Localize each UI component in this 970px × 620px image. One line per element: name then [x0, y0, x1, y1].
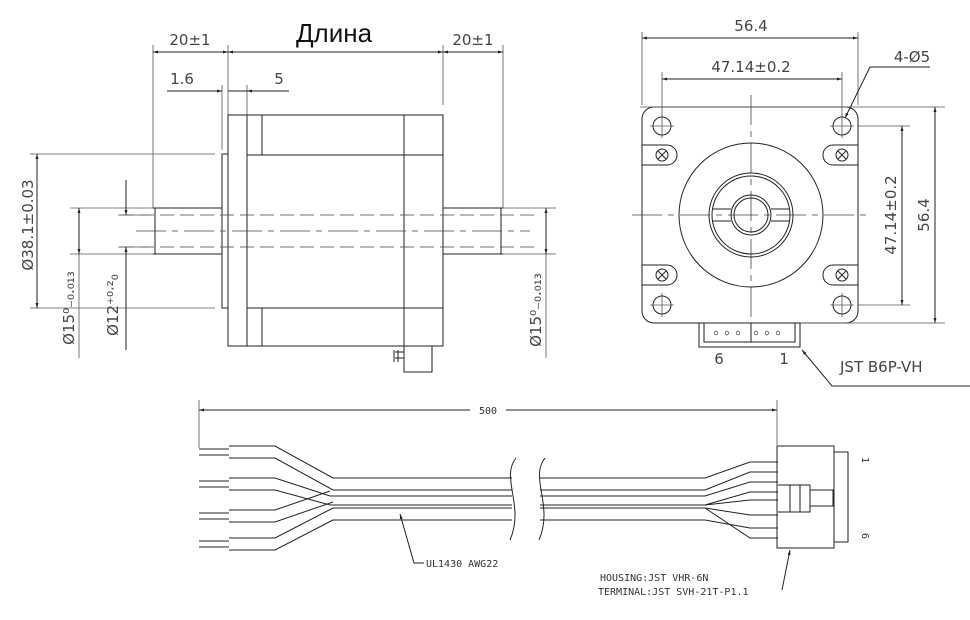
side-view: Длина 20±1 20±1 1.6 5 Ø38.1±0.03 Ø15⁰₋₀.… [19, 18, 556, 373]
dim-hole-spacing-h: 47.14±0.2 [711, 58, 790, 76]
holes-label: 4-Ø5 [894, 48, 930, 66]
connector-label: JST B6P-VH [839, 358, 923, 376]
motor-connector [393, 346, 433, 373]
front-view: 56.4 47.14±0.2 4-Ø5 47.14±0.2 56.4 6 1 J… [632, 17, 970, 387]
dim-width: 56.4 [734, 17, 767, 35]
cable-housing [776, 445, 849, 549]
screws [642, 144, 858, 286]
dim-shaft-right-diameter: Ø15⁰₋₀.₀₁₃ [527, 273, 545, 347]
dim-boss-diameter: Ø38.1±0.03 [19, 179, 37, 270]
dim-shaft-left-label: 20±1 [169, 31, 210, 49]
motor-body [227, 114, 444, 347]
housing-pin-1: 1 [859, 457, 870, 463]
housing-spec: HOUSING:JST VHR-6N [600, 573, 708, 584]
front-connector [698, 323, 801, 348]
mounting-holes [650, 114, 854, 317]
terminal-spec: TERMINAL:JST SVH-21T-P1.1 [598, 587, 749, 598]
length-label: Длина [296, 18, 373, 48]
pin-1-label: 1 [779, 350, 789, 368]
dim-hole-spacing-v: 47.14±0.2 [882, 175, 900, 254]
wire-spec: UL1430 AWG22 [426, 559, 498, 570]
dim-shaft-left-diameter: Ø15⁰₋₀.₀₁₃ [60, 271, 78, 345]
shaft-circle [730, 194, 772, 236]
dim-shaft-flat: Ø12⁺⁰·²₀ [104, 274, 122, 336]
break-mark [509, 457, 546, 541]
dim-boss-label: 1.6 [170, 70, 194, 88]
housing-pin-6: 6 [859, 533, 870, 539]
dim-height: 56.4 [915, 198, 933, 231]
pin-6-label: 6 [714, 350, 724, 368]
cable-length: 500 [479, 406, 497, 417]
wires [199, 445, 778, 551]
dim-flange-label: 5 [274, 70, 284, 88]
cable-assembly: 500 1 6 UL1430 AWG22 HOUSING:JST VHR-6N … [198, 400, 870, 598]
dim-shaft-right-label: 20±1 [452, 31, 493, 49]
